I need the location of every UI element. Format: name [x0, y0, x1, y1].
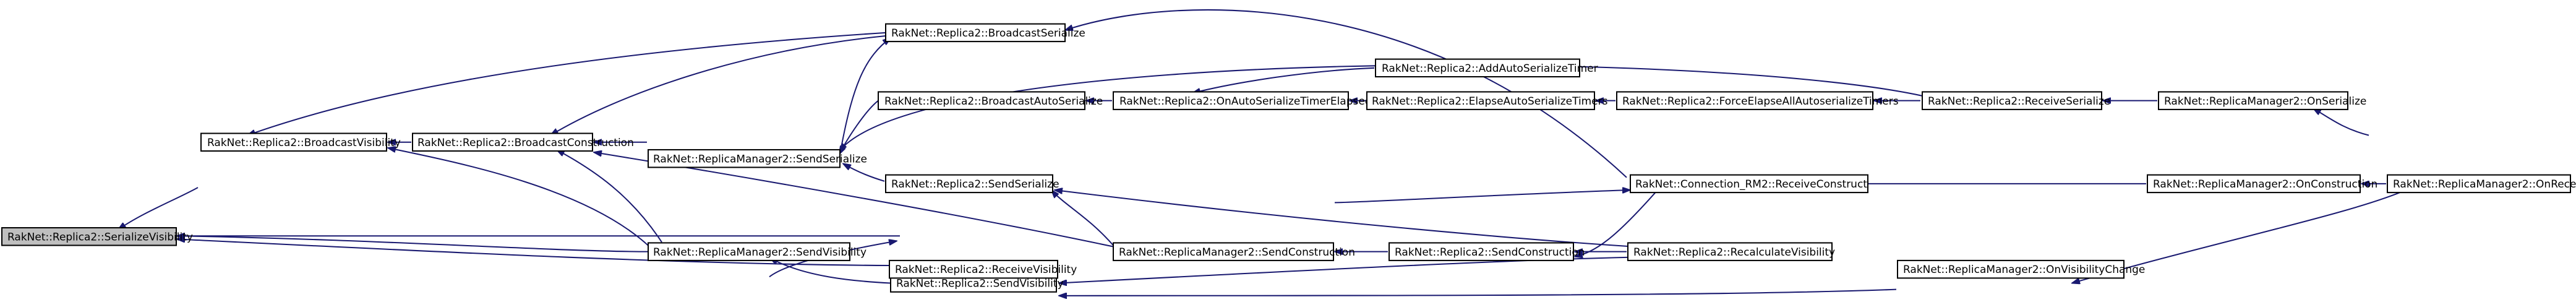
node-label: RakNet::ReplicaManager2::OnConstruction	[2153, 178, 2377, 191]
node-mgr-sendvisibility[interactable]: RakNet::ReplicaManager2::SendVisibility	[648, 242, 867, 261]
edge-broadcastserialize-broadcastvisibility	[247, 32, 886, 136]
node-onautoserializetimerelapsed[interactable]: RakNet::Replica2::OnAutoSerializeTimerEl…	[1113, 91, 1372, 110]
node-receivevisibility-box[interactable]: RakNet::Replica2::ReceiveVisibility	[889, 259, 1077, 279]
node-label: RakNet::Replica2::BroadcastConstruction	[417, 137, 634, 149]
edge-sendserialize-sendserialize-mgr	[843, 163, 885, 182]
node-label: RakNet::ReplicaManager2::SendSerialize	[653, 153, 867, 165]
node-forceelapseallautoserializetimers[interactable]: RakNet::Replica2::ForceElapseAllAutoseri…	[1616, 91, 1899, 110]
node-label: RakNet::ReplicaManager2::OnSerialize	[2164, 95, 2366, 108]
node-mgr-sendconstruction[interactable]: RakNet::ReplicaManager2::SendConstructio…	[1113, 242, 1355, 261]
node-onreceive[interactable]: RakNet::ReplicaManager2::OnReceive	[2387, 174, 2576, 194]
edge-onreceive-onvisibilitychange	[2072, 189, 2407, 283]
node-label: RakNet::Replica2::AddAutoSerializeTimer	[1382, 63, 1599, 75]
node-label: RakNet::Replica2::SendVisibility	[896, 277, 1064, 290]
edge-sendvisibility-mgr-broadcastconstruction	[557, 150, 662, 243]
node-onconstruction[interactable]: RakNet::ReplicaManager2::OnConstruction	[2147, 174, 2377, 194]
node-label: RakNet::Replica2::BroadcastVisibility	[207, 137, 401, 149]
node-label: RakNet::ReplicaManager2::SendConstructio…	[1119, 246, 1355, 259]
edge-sendvisibility-mgr-broadcastvisibility	[388, 148, 650, 248]
node-addautoserializetimer[interactable]: RakNet::Replica2::AddAutoSerializeTimer	[1375, 58, 1599, 78]
node-elapseautoserializetimers[interactable]: RakNet::Replica2::ElapseAutoSerializeTim…	[1366, 91, 1608, 110]
node-mgr-sendserialize[interactable]: RakNet::ReplicaManager2::SendSerialize	[648, 149, 867, 168]
node-label: RakNet::Replica2::OnAutoSerializeTimerEl…	[1119, 95, 1372, 108]
node-serializevisibility[interactable]: RakNet::Replica2::SerializeVisibility	[1, 227, 193, 246]
node-broadcastserialize[interactable]: RakNet::Replica2::BroadcastSerialize	[885, 23, 1085, 43]
node-receiveconstruct[interactable]: RakNet::Connection_RM2::ReceiveConstruct	[1630, 174, 1868, 194]
edge-broadcastserialize-broadcastconstruction	[550, 35, 886, 136]
node-label: RakNet::Replica2::SendConstruction	[1395, 246, 1585, 259]
node-recalculatevisibility[interactable]: RakNet::Replica2::RecalculateVisibility	[1627, 242, 1835, 261]
node-label: RakNet::Replica2::ReceiveVisibility	[895, 264, 1077, 276]
edge-receiveconstruct-sendconstruction-mgr	[1334, 190, 1630, 204]
node-label: RakNet::Replica2::ElapseAutoSerializeTim…	[1372, 95, 1608, 108]
edge-recalc-sendvisibility	[1059, 256, 1664, 283]
node-onserialize[interactable]: RakNet::ReplicaManager2::OnSerialize	[2158, 91, 2366, 110]
edge-sendvisibility-mgr-serializevisibility	[177, 236, 650, 252]
node-label: RakNet::Replica2::SerializeVisibility	[7, 231, 193, 243]
edge-receivevisibility-sendvisibility-mgr	[770, 258, 891, 284]
node-label: RakNet::Replica2::SendSerialize	[891, 178, 1059, 191]
edge-sendconstruction-mgr-sendserialize	[1051, 190, 1114, 246]
edge-addtimer-ontimer	[1192, 67, 1375, 93]
node-label: RakNet::Replica2::RecalculateVisibility	[1633, 246, 1835, 259]
node-broadcastautoserialize[interactable]: RakNet::Replica2::BroadcastAutoSerialize	[878, 91, 1103, 110]
edge-onvisibilitychange-receivevisibility	[1059, 288, 1897, 296]
node-sendserialize[interactable]: RakNet::Replica2::SendSerialize	[885, 174, 1059, 194]
node-label: RakNet::Replica2::ForceElapseAllAutoseri…	[1622, 95, 1899, 108]
node-label: RakNet::ReplicaManager2::OnReceive	[2393, 178, 2576, 191]
node-label: RakNet::ReplicaManager2::OnVisibilityCha…	[1903, 264, 2145, 276]
node-label: RakNet::Replica2::BroadcastSerialize	[891, 27, 1085, 40]
edge-recalc-sendserialize	[1055, 190, 1633, 248]
node-label: RakNet::Replica2::ReceiveSerialize	[1928, 95, 2110, 108]
node-sendconstruction[interactable]: RakNet::Replica2::SendConstruction	[1389, 242, 1585, 261]
node-broadcastconstruction[interactable]: RakNet::Replica2::BroadcastConstruction	[412, 132, 634, 152]
node-label: RakNet::Replica2::BroadcastAutoSerialize	[884, 95, 1103, 108]
node-broadcastvisibility[interactable]: RakNet::Replica2::BroadcastVisibility	[200, 132, 401, 152]
node-onvisibilitychange-box[interactable]: RakNet::ReplicaManager2::OnVisibilityCha…	[1897, 259, 2145, 279]
nodes: RakNet::Replica2::SerializeVisibility Ra…	[1, 23, 2576, 293]
edge-sendserialize-mgr-broadcastserialize	[841, 38, 891, 149]
node-label: RakNet::Connection_RM2::ReceiveConstruct	[1635, 178, 1867, 191]
node-label: RakNet::ReplicaManager2::SendVisibility	[653, 246, 867, 259]
edge-broadcastvisibility-serializevisibility	[118, 187, 199, 230]
edge-onreceive-onserialize	[2313, 108, 2369, 136]
node-receiveserialize[interactable]: RakNet::Replica2::ReceiveSerialize	[1922, 91, 2110, 110]
